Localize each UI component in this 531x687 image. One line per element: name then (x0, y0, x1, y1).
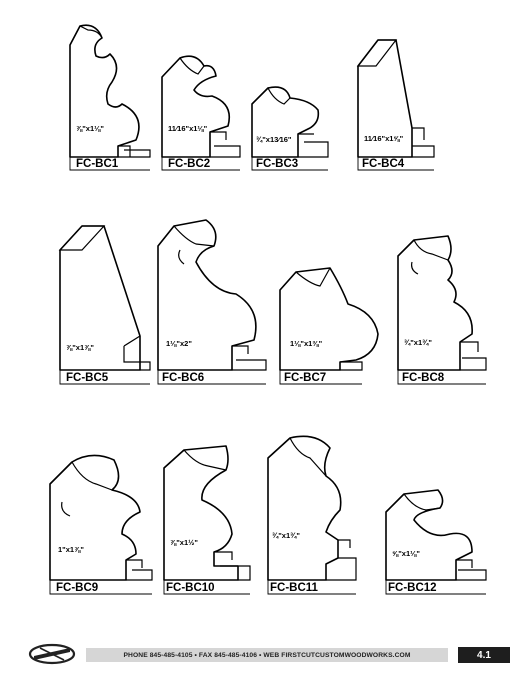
molding-fc-bc12: ⅝"x1⅛" FC-BC12 (385, 489, 487, 595)
molding-code: FC-BC1 (76, 158, 119, 170)
molding-fc-bc7: 1⅛"x1⅜" FC-BC7 (279, 267, 379, 385)
size-label: ⅝"x1⅛" (392, 549, 420, 558)
label-box (397, 370, 486, 385)
label-box (267, 580, 356, 595)
label-box (357, 157, 434, 171)
molding-fc-bc9: 1"x1⅞" FC-BC9 (49, 454, 153, 595)
size-label: 1⅛"x1⅜" (290, 339, 323, 348)
page-number: 4.1 (458, 647, 510, 663)
size-label: ⅞"x1⅞" (66, 343, 94, 352)
profile-edge (251, 86, 291, 105)
profile-edge (49, 461, 113, 517)
base-step (126, 559, 153, 581)
molding-code: FC-BC6 (162, 372, 204, 384)
molding-code: FC-BC3 (256, 158, 298, 170)
size-label: ⅞"x1⅛" (76, 124, 104, 133)
profile-edge (69, 25, 103, 46)
molding-fc-bc3: ¾"x13⁄16" FC-BC3 (251, 86, 329, 171)
molding-fc-bc1: ⅞"x1⅛" FC-BC1 (69, 24, 151, 171)
profile-drawing (385, 489, 473, 581)
base-step (123, 335, 151, 371)
label-box (279, 370, 362, 385)
profile-drawing (279, 267, 379, 371)
base-step (298, 133, 329, 158)
profile-drawing (69, 24, 140, 158)
contact-bar: PHONE 845-485-4105 • FAX 845-485-4106 • … (86, 648, 448, 662)
molding-code: FC-BC7 (284, 372, 326, 384)
profile-drawing (397, 235, 473, 371)
base-step (456, 559, 487, 581)
base-step (118, 145, 151, 158)
profile-drawing (49, 454, 141, 581)
size-label: 1"x1⅞" (58, 545, 84, 554)
molding-code: FC-BC4 (362, 158, 405, 170)
base-step (460, 341, 487, 371)
size-label: 11⁄16"x1⅝" (364, 134, 404, 143)
profile-edge (58, 225, 106, 251)
size-label: ¾"x13⁄16" (256, 135, 292, 144)
molding-code: FC-BC11 (270, 582, 319, 594)
label-box (59, 370, 150, 385)
page-footer: PHONE 845-485-4105 • FAX 845-485-4106 • … (24, 640, 510, 666)
label-box (163, 580, 250, 595)
molding-fc-bc6: 1⅛"x2" FC-BC6 (157, 219, 267, 385)
molding-fc-bc11: ¾"x1¾" FC-BC11 (267, 435, 357, 595)
molding-fc-bc8: ¾"x1¾" FC-BC8 (397, 235, 487, 385)
label-box (385, 580, 486, 595)
molding-fc-bc2: 11⁄16"x1⅛" FC-BC2 (161, 55, 241, 171)
molding-code: FC-BC8 (402, 372, 445, 384)
profile-edge (356, 39, 398, 67)
base-step (340, 361, 363, 371)
base-step (326, 539, 357, 581)
molding-fc-bc10: ⅞"x1½" FC-BC10 (163, 445, 251, 595)
profile-edge (385, 493, 441, 513)
molding-code: FC-BC9 (56, 582, 98, 594)
label-box (157, 370, 266, 385)
label-box (69, 157, 150, 171)
profile-drawing (163, 445, 239, 581)
molding-fc-bc4: 11⁄16"x1⅝" FC-BC4 (356, 39, 435, 171)
label-box (161, 157, 240, 171)
size-label: 11⁄16"x1⅛" (168, 124, 208, 133)
base-step (214, 551, 251, 581)
company-logo-icon (28, 643, 76, 665)
profile-drawing (251, 86, 320, 158)
base-step (210, 131, 241, 158)
profile-drawing (267, 435, 342, 581)
molding-code: FC-BC12 (388, 582, 437, 594)
molding-code: FC-BC10 (166, 582, 215, 594)
profile-edge (267, 437, 327, 477)
size-label: ⅞"x1½" (170, 538, 198, 547)
base-step (412, 127, 435, 158)
profile-edge (397, 239, 449, 275)
size-label: ¾"x1¾" (272, 531, 300, 540)
profile-edge (163, 449, 227, 471)
profile-drawing (157, 219, 257, 371)
label-box (251, 157, 328, 171)
base-step (232, 345, 267, 371)
label-box (49, 580, 152, 595)
profile-drawing (161, 55, 231, 158)
profile-edge (157, 225, 215, 265)
molding-fc-bc5: ⅞"x1⅞" FC-BC5 (58, 225, 151, 385)
molding-code: FC-BC2 (168, 158, 210, 170)
molding-code: FC-BC5 (66, 372, 109, 384)
profile-edge (279, 267, 331, 291)
size-label: 1⅛"x2" (166, 339, 192, 348)
profile-edge (161, 57, 205, 78)
size-label: ¾"x1¾" (404, 338, 432, 347)
